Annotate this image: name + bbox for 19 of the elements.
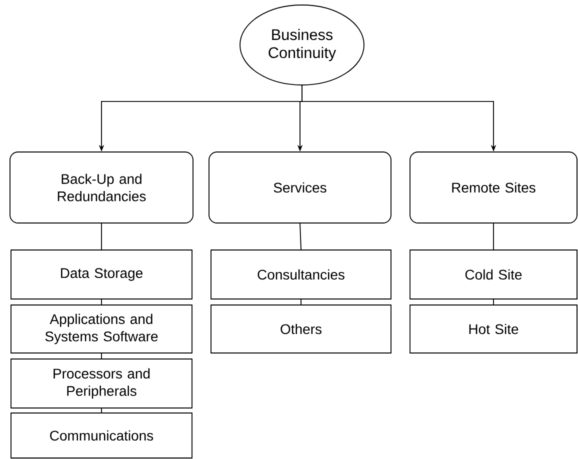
item-box: Communications	[10, 412, 192, 458]
item-box: Applications and Systems Software	[10, 304, 192, 354]
item-box: Hot Site	[410, 304, 578, 354]
connector	[101, 298, 102, 305]
connector	[300, 298, 302, 305]
connector	[493, 298, 494, 305]
item-box: Consultancies	[210, 250, 392, 300]
item-box: Data Storage	[10, 250, 192, 300]
connector	[300, 223, 302, 250]
connector	[101, 352, 102, 359]
connector	[101, 223, 102, 250]
item-box: Cold Site	[410, 250, 578, 300]
category-box: Services	[208, 152, 392, 224]
category-box: Back-Up and Redundancies	[10, 152, 194, 224]
connector	[101, 408, 102, 413]
item-box: Others	[210, 304, 392, 354]
connector	[493, 223, 494, 250]
item-box: Processors and Peripherals	[10, 358, 192, 408]
category-box: Remote Sites	[410, 152, 578, 224]
